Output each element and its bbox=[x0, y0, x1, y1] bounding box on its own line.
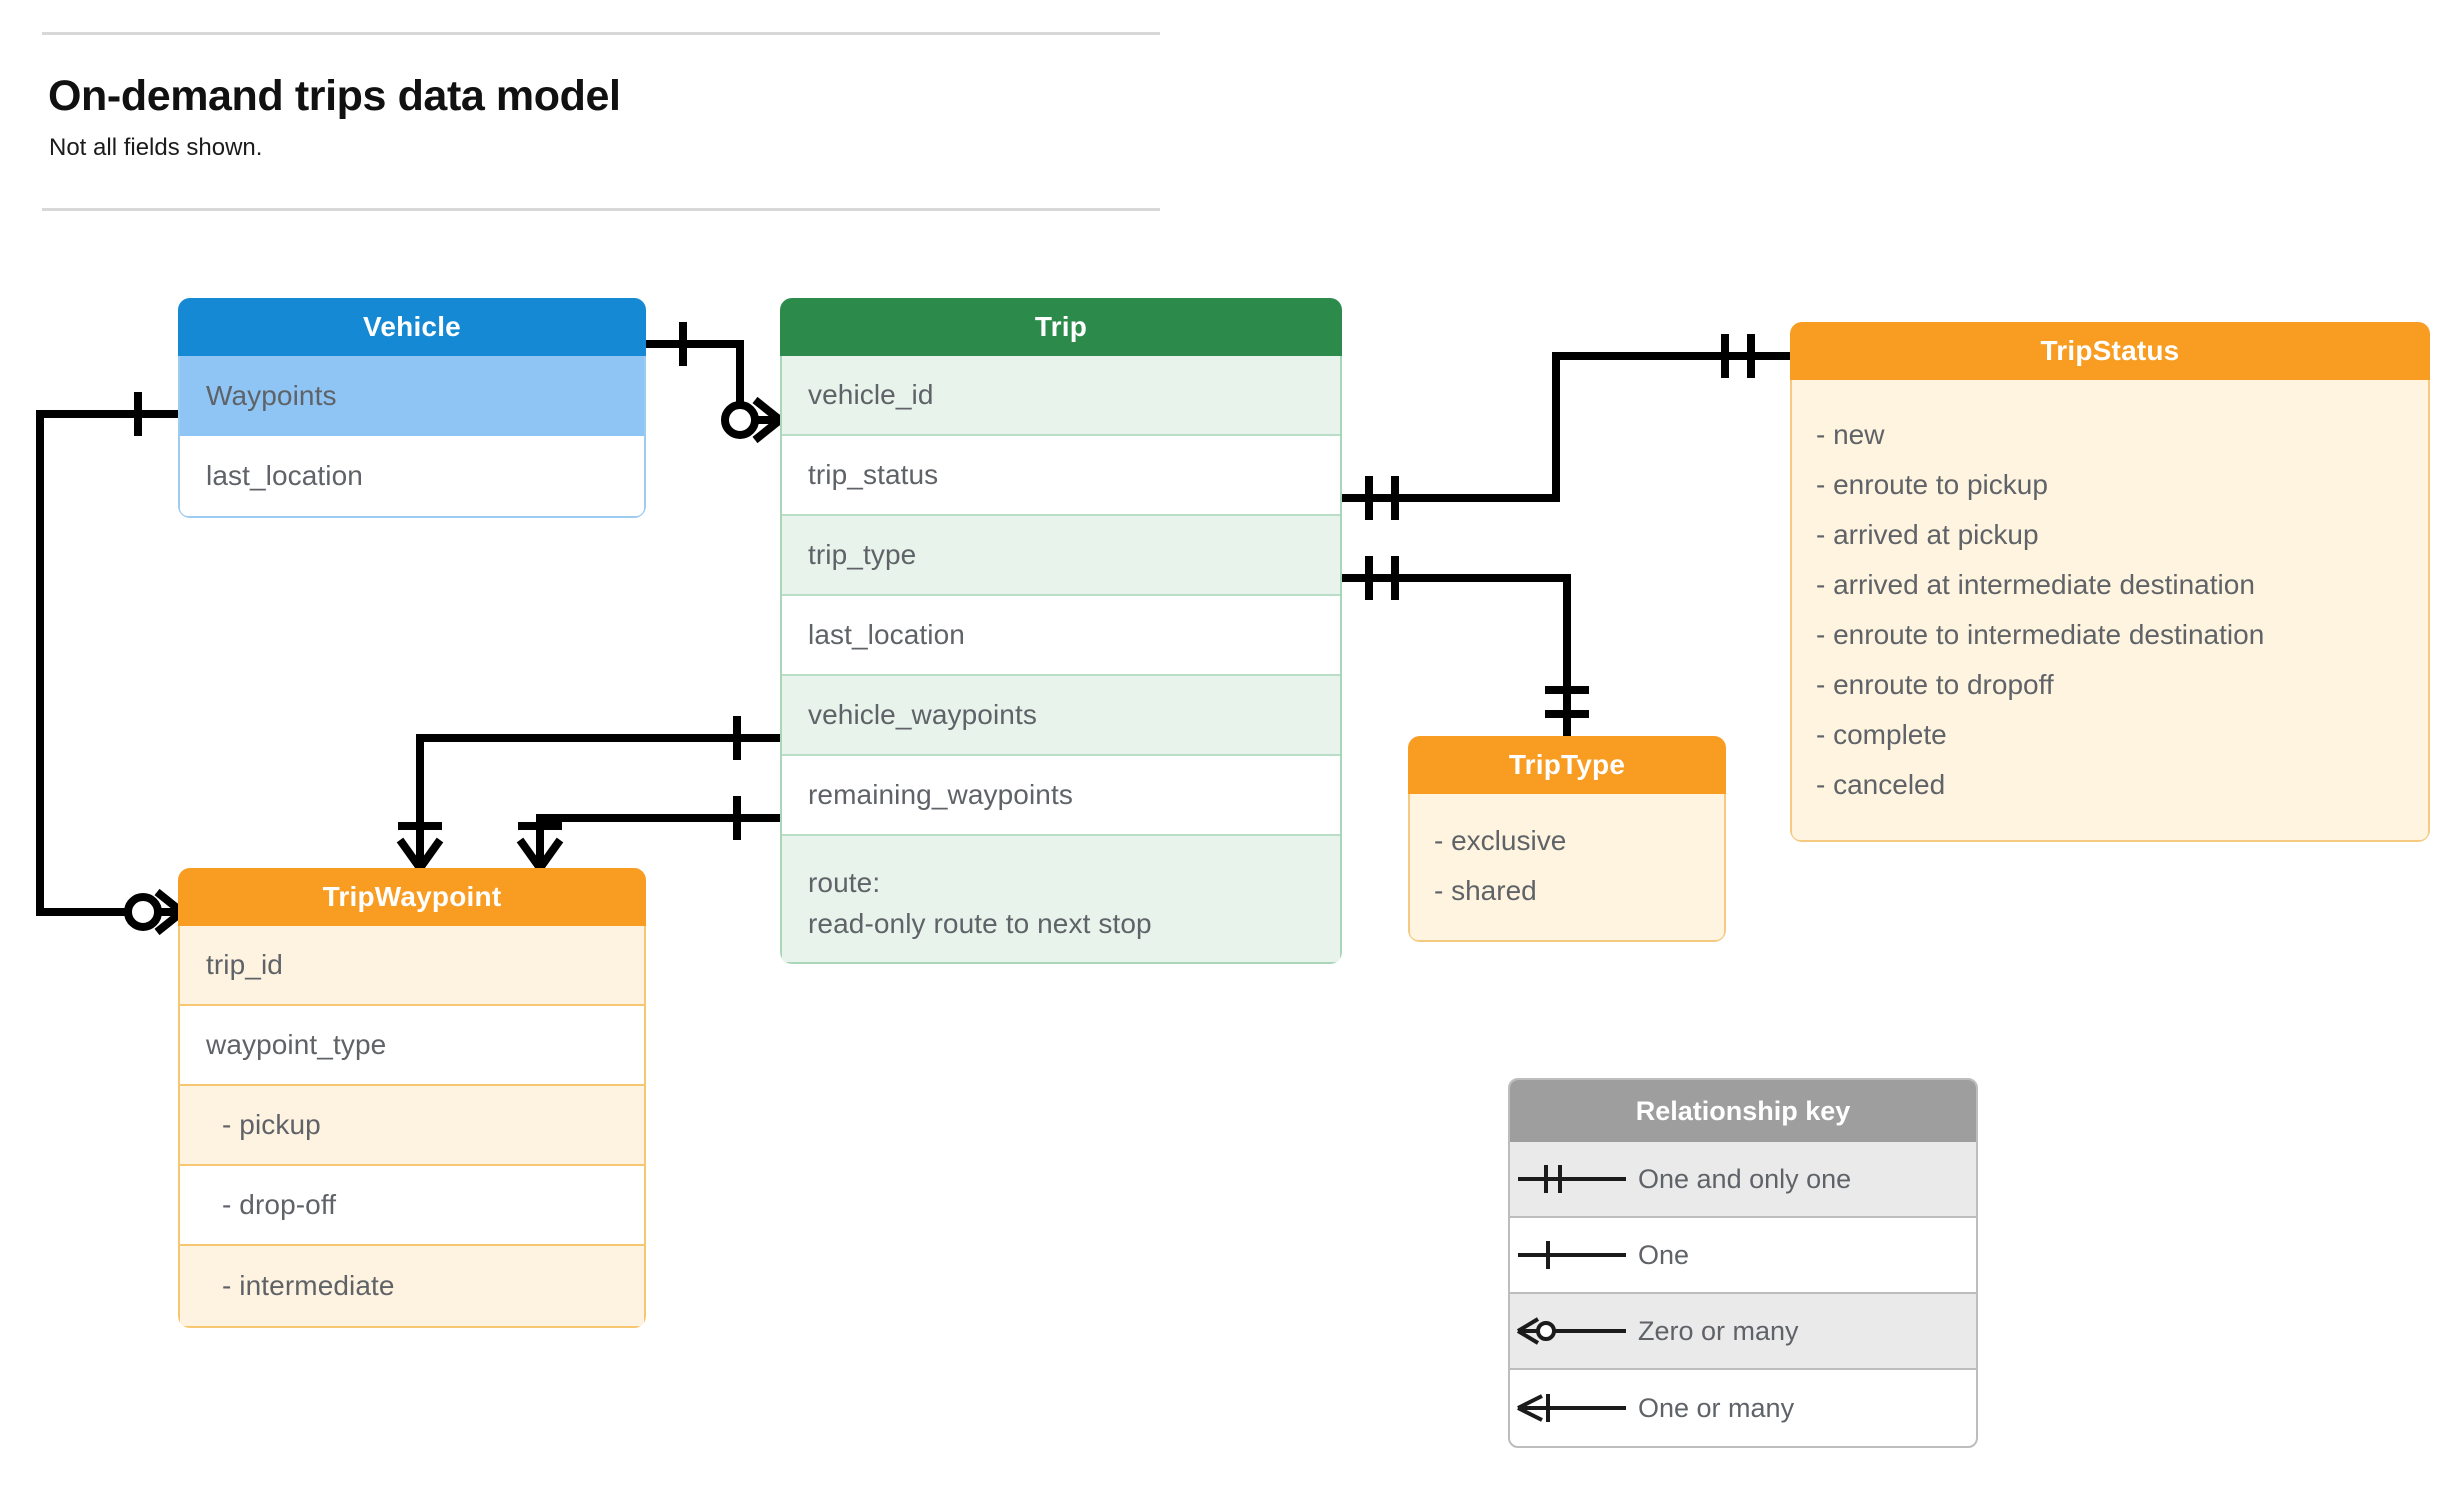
entity-triptype-title: TripType bbox=[1408, 736, 1726, 794]
page-subtitle: Not all fields shown. bbox=[49, 134, 263, 161]
field-row[interactable]: last_location bbox=[206, 460, 363, 491]
legend-label: One and only one bbox=[1638, 1163, 1852, 1194]
enum-value: - enroute to pickup bbox=[1816, 469, 2048, 500]
enum-value: - complete bbox=[1816, 719, 1947, 750]
field-row[interactable]: remaining_waypoints bbox=[782, 756, 1340, 836]
entity-triptype[interactable]: TripType - exclusive - shared bbox=[1408, 736, 1726, 942]
legend-label: One or many bbox=[1638, 1392, 1795, 1423]
field-row[interactable]: trip_status bbox=[782, 436, 1340, 516]
entity-vehicle-title: Vehicle bbox=[178, 298, 646, 356]
legend-label: One bbox=[1638, 1239, 1690, 1270]
enum-value-row[interactable]: - intermediate bbox=[180, 1246, 644, 1326]
field-route-description: read-only route to next stop bbox=[808, 908, 1152, 940]
legend-row-zero-or-many: Zero or many bbox=[1510, 1294, 1976, 1370]
page-title: On-demand trips data model bbox=[48, 72, 621, 120]
field-row[interactable]: waypoint_type bbox=[180, 1006, 644, 1086]
field-row-route[interactable]: route: read-only route to next stop bbox=[782, 836, 1340, 962]
enum-value: - enroute to dropoff bbox=[1816, 669, 2054, 700]
entity-tripwaypoint[interactable]: TripWaypoint trip_id waypoint_type - pic… bbox=[178, 868, 646, 1328]
legend-row-one: One bbox=[1510, 1218, 1976, 1294]
header-divider-top bbox=[42, 32, 1160, 35]
enum-value: - exclusive bbox=[1434, 825, 1567, 856]
field-row[interactable]: vehicle_id bbox=[782, 356, 1340, 436]
enum-value-row[interactable]: - drop-off bbox=[180, 1166, 644, 1246]
field-row[interactable]: trip_type bbox=[782, 516, 1340, 596]
enum-value: - arrived at pickup bbox=[1816, 519, 2039, 550]
enum-value-row[interactable]: - pickup bbox=[180, 1086, 644, 1166]
entity-trip-title: Trip bbox=[780, 298, 1342, 356]
one-or-many-icon bbox=[1510, 1388, 1638, 1428]
relationship-key-title: Relationship key bbox=[1510, 1080, 1976, 1142]
entity-trip[interactable]: Trip vehicle_id trip_status trip_type la… bbox=[780, 298, 1342, 964]
legend-row-one-or-many: One or many bbox=[1510, 1370, 1976, 1446]
entity-vehicle[interactable]: Vehicle Waypoints last_location bbox=[178, 298, 646, 518]
enum-value: - enroute to intermediate destination bbox=[1816, 619, 2265, 650]
entity-tripstatus-values: - new - enroute to pickup - arrived at p… bbox=[1790, 380, 2430, 842]
field-row[interactable]: trip_id bbox=[180, 926, 644, 1006]
enum-value: - canceled bbox=[1816, 769, 1946, 800]
entity-vehicle-fields: Waypoints last_location bbox=[178, 356, 646, 518]
entity-tripstatus-title: TripStatus bbox=[1790, 322, 2430, 380]
one-and-only-one-icon bbox=[1510, 1159, 1638, 1199]
enum-value: - shared bbox=[1434, 875, 1537, 906]
legend-label: Zero or many bbox=[1638, 1315, 1799, 1346]
field-row[interactable]: Waypoints bbox=[180, 356, 644, 436]
field-row[interactable]: last_location bbox=[782, 596, 1340, 676]
legend-row-one-and-only-one: One and only one bbox=[1510, 1142, 1976, 1218]
entity-triptype-values: - exclusive - shared bbox=[1408, 794, 1726, 942]
field-row[interactable]: vehicle_waypoints bbox=[782, 676, 1340, 756]
enum-value: - arrived at intermediate destination bbox=[1816, 569, 2255, 600]
zero-or-many-icon bbox=[1510, 1311, 1638, 1351]
header-divider-bottom bbox=[42, 208, 1160, 211]
field-route-label: route: bbox=[808, 867, 881, 898]
entity-tripstatus[interactable]: TripStatus - new - enroute to pickup - a… bbox=[1790, 322, 2430, 842]
relationship-key: Relationship key One and only one One bbox=[1508, 1078, 1978, 1448]
entity-tripwaypoint-fields: trip_id waypoint_type - pickup - drop-of… bbox=[178, 926, 646, 1328]
enum-value: - new bbox=[1816, 419, 1885, 450]
one-icon bbox=[1510, 1235, 1638, 1275]
entity-trip-fields: vehicle_id trip_status trip_type last_lo… bbox=[780, 356, 1342, 964]
entity-tripwaypoint-title: TripWaypoint bbox=[178, 868, 646, 926]
